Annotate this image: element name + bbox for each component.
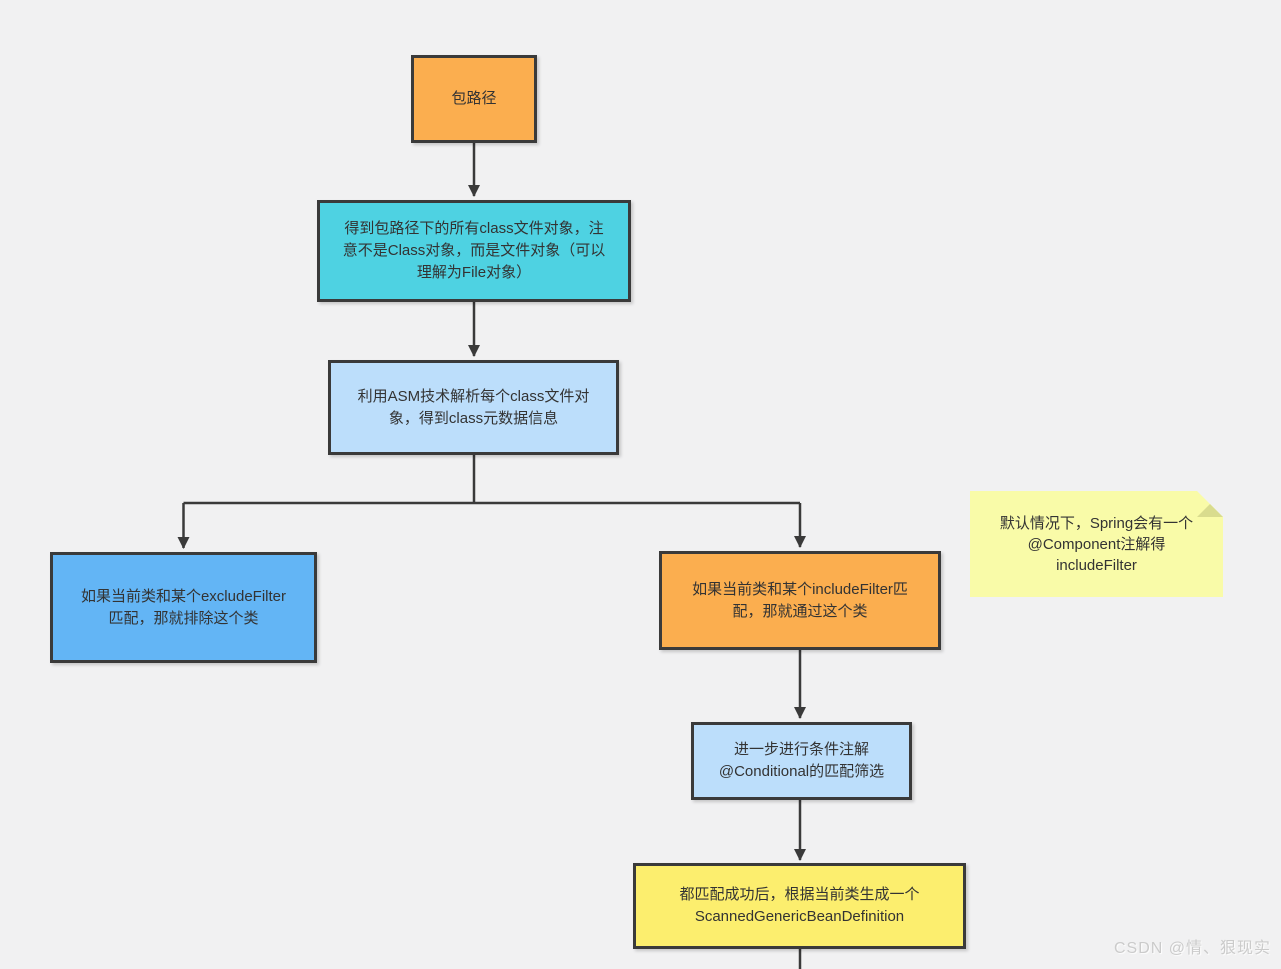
node-label: 得到包路径下的所有class文件对象，注 意不是Class对象，而是文件对象（可… [342,220,606,281]
node-scanned-bean-definition: 都匹配成功后，根据当前类生成一个 ScannedGenericBeanDefin… [633,863,966,949]
node-exclude-filter: 如果当前类和某个excludeFilter 匹配，那就排除这个类 [50,552,317,663]
node-label: 利用ASM技术解析每个class文件对 象，得到class元数据信息 [357,387,590,427]
node-package-path: 包路径 [411,55,537,143]
node-label: 如果当前类和某个includeFilter匹 配，那就通过这个类 [692,580,908,620]
node-conditional-match: 进一步进行条件注解 @Conditional的匹配筛选 [691,722,912,800]
node-label: 如果当前类和某个excludeFilter 匹配，那就排除这个类 [80,587,287,627]
note-fold-corner [1197,491,1223,517]
node-label: 进一步进行条件注解 @Conditional的匹配筛选 [718,741,885,780]
csdn-watermark: CSDN @情、狠现实 [1113,940,1271,957]
sticky-note-include-filter: 默认情况下，Spring会有一个 @Component注解得 includeFi… [970,491,1223,597]
node-asm-parse: 利用ASM技术解析每个class文件对 象，得到class元数据信息 [328,360,619,455]
node-label: 都匹配成功后，根据当前类生成一个 ScannedGenericBeanDefin… [679,886,920,925]
node-include-filter: 如果当前类和某个includeFilter匹 配，那就通过这个类 [659,551,941,650]
note-label: 默认情况下，Spring会有一个 @Component注解得 includeFi… [999,514,1194,574]
node-label: 包路径 [451,90,497,107]
node-get-class-files: 得到包路径下的所有class文件对象，注 意不是Class对象，而是文件对象（可… [317,200,631,302]
